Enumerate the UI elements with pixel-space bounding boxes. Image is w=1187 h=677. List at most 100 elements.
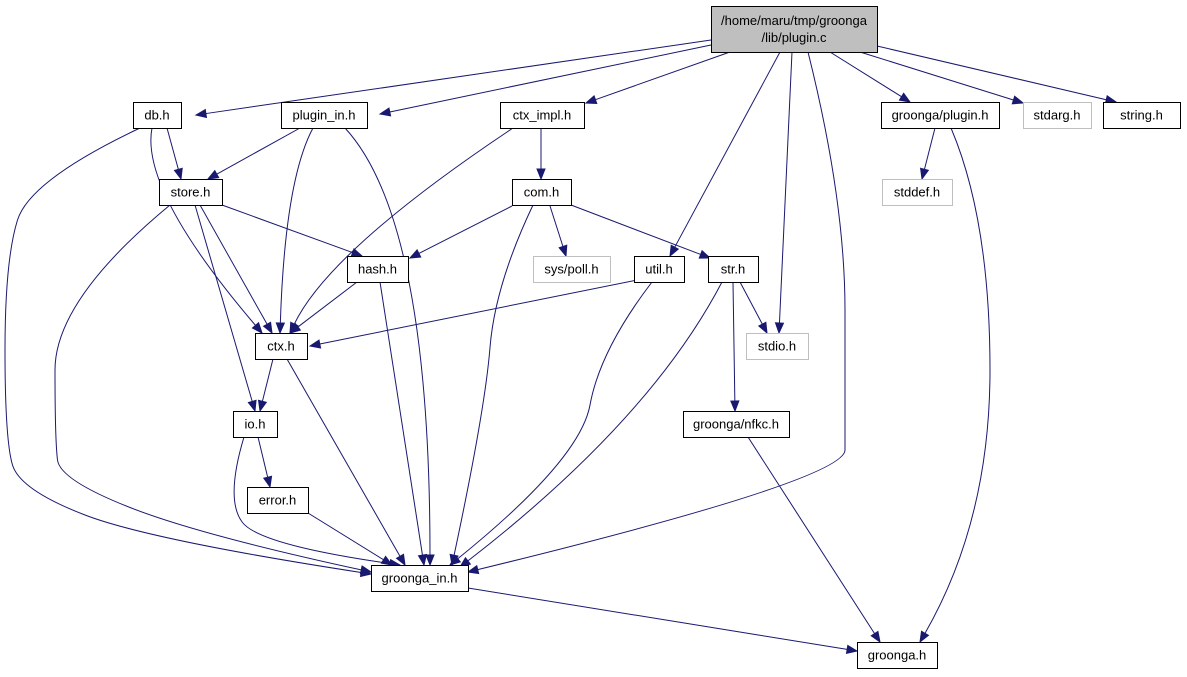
node-label: db.h — [144, 108, 169, 123]
node-hash-h[interactable]: hash.h — [347, 256, 409, 283]
node-box — [512, 179, 572, 206]
node-stdio-h[interactable]: stdio.h — [746, 333, 809, 360]
node-ctx-impl-h[interactable]: ctx_impl.h — [500, 102, 585, 129]
arrowhead-io_h-to-error_h — [262, 475, 273, 489]
edge-com_h-to-groonga_in_h — [453, 204, 534, 556]
node-error-h[interactable]: error.h — [247, 487, 309, 514]
edge-store_h-to-hash_h — [221, 204, 353, 254]
edge-db_h-to-ctx_h — [150, 127, 256, 326]
node-box — [746, 333, 809, 360]
arrowhead-plugin_c-to-plugin_in_h — [378, 107, 392, 117]
arrowhead-store_h-to-hash_h — [350, 247, 364, 257]
edge-groonga_nfkc_h-to-groonga_h — [747, 436, 876, 634]
node-label: stdio.h — [758, 339, 796, 354]
arrowhead-str_h-to-groonga_nfkc_h — [730, 400, 740, 413]
arrowhead-db_h-to-ctx_h — [251, 321, 263, 335]
arrowhead-com_h-to-sys_poll_h — [558, 244, 568, 258]
arrowhead-str_h-to-stdio_h — [757, 321, 768, 335]
arrowhead-store_h-to-groonga_in_h — [359, 565, 373, 575]
arrowhead-groonga_plugin_h-to-stddef_h — [920, 167, 930, 181]
node-com-h[interactable]: com.h — [512, 179, 572, 206]
edge-plugin_c-to-stdarg_h — [859, 51, 1014, 101]
arrowhead-groonga_in_h-to-groonga_h — [845, 644, 859, 654]
arrowhead-ctx_h-to-io_h — [257, 399, 268, 413]
arrowhead-plugin_c-to-util_h — [669, 244, 680, 258]
edge-ctx_h-to-groonga_in_h — [286, 358, 401, 557]
arrowhead-util_h-to-ctx_h — [308, 339, 322, 349]
arrowhead-store_h-to-io_h — [247, 399, 257, 413]
edge-plugin_in_h-to-groonga_in_h — [344, 127, 431, 556]
node-stdarg-h[interactable]: stdarg.h — [1023, 102, 1092, 129]
edge-plugin_c-to-db_h — [205, 39, 712, 115]
node-box — [159, 179, 223, 206]
node-sys-poll-h[interactable]: sys/poll.h — [533, 256, 611, 283]
node-label: error.h — [259, 493, 297, 508]
node-label: groonga.h — [868, 648, 927, 663]
edge-str_h-to-groonga_nfkc_h — [732, 281, 736, 402]
edge-plugin_c-to-groonga_in_h — [477, 51, 846, 571]
edge-plugin_in_h-to-ctx_h — [279, 127, 314, 324]
edge-util_h-to-groonga_in_h — [457, 281, 653, 560]
node-box — [708, 256, 759, 283]
node-plugin-in-h[interactable]: plugin_in.h — [281, 102, 368, 129]
node-box — [634, 256, 685, 283]
arrowhead-ctx_impl_h-to-com_h — [536, 168, 546, 181]
node-box — [347, 256, 409, 283]
node-box — [371, 565, 469, 592]
node-label: ctx_impl.h — [513, 108, 572, 123]
arrowhead-ctx_h-to-groonga_in_h — [395, 553, 406, 567]
edge-plugin_c-to-groonga_plugin_h — [829, 51, 902, 98]
node-string-h[interactable]: string.h — [1103, 102, 1181, 129]
node-label: util.h — [645, 262, 672, 277]
node-groonga-nfkc-h[interactable]: groonga/nfkc.h — [683, 411, 790, 438]
edge-com_h-to-sys_poll_h — [549, 205, 564, 247]
edge-ctx_impl_h-to-ctx_h — [293, 127, 514, 325]
node-box — [281, 102, 368, 129]
node-util-h[interactable]: util.h — [634, 256, 685, 283]
node-db-h[interactable]: db.h — [133, 102, 182, 129]
node-groonga-plugin-h[interactable]: groonga/plugin.h — [881, 102, 1000, 129]
node-store-h[interactable]: store.h — [159, 179, 223, 206]
arrowhead-hash_h-to-ctx_h — [288, 322, 302, 334]
arrowhead-plugin_c-to-groonga_in_h — [466, 564, 480, 575]
edge-io_h-to-error_h — [257, 436, 269, 478]
node-label: string.h — [1120, 108, 1163, 123]
node-ctx-h[interactable]: ctx.h — [255, 333, 308, 360]
edge-str_h-to-stdio_h — [739, 281, 763, 325]
arrowhead-plugin_c-to-stdarg_h — [1011, 95, 1025, 105]
edge-groonga_in_h-to-groonga_h — [467, 587, 848, 650]
edge-groonga_plugin_h-to-stddef_h — [923, 127, 936, 170]
node-box — [1023, 102, 1092, 129]
edge-store_h-to-io_h — [194, 204, 253, 402]
node-io-h[interactable]: io.h — [233, 411, 278, 438]
graph-nodes: /home/maru/tmp/groonga/lib/plugin.c db.h p… — [133, 6, 1181, 669]
node-label: hash.h — [358, 262, 397, 277]
edge-db_h-to-store_h — [166, 127, 179, 170]
arrowhead-util_h-to-groonga_in_h — [448, 554, 462, 566]
node-plugin-c[interactable]: /home/maru/tmp/groonga/lib/plugin.c — [711, 6, 878, 53]
edge-com_h-to-hash_h — [418, 205, 513, 254]
edge-error_h-to-groonga_in_h — [307, 512, 384, 561]
node-label: plugin_in.h — [293, 108, 356, 123]
node-box — [133, 102, 182, 129]
edge-store_h-to-groonga_in_h — [54, 204, 362, 571]
edge-plugin_c-to-plugin_in_h — [389, 44, 712, 113]
edge-plugin_c-to-util_h — [674, 51, 781, 248]
node-box — [683, 411, 790, 438]
edge-plugin_in_h-to-store_h — [216, 127, 301, 175]
arrowhead-error_h-to-groonga_in_h — [380, 555, 394, 566]
node-box — [881, 102, 1000, 129]
node-label: io.h — [245, 417, 266, 432]
arrowhead-com_h-to-hash_h — [408, 249, 422, 259]
node-groonga-in-h[interactable]: groonga_in.h — [371, 565, 469, 592]
edge-groonga_plugin_h-to-groonga_h — [924, 127, 991, 634]
arrowhead-groonga_nfkc_h-to-groonga_h — [870, 630, 881, 644]
node-box — [882, 179, 953, 206]
node-str-h[interactable]: str.h — [708, 256, 759, 283]
arrowhead-hash_h-to-groonga_in_h — [417, 553, 428, 567]
node-stddef-h[interactable]: stddef.h — [882, 179, 953, 206]
node-groonga-h[interactable]: groonga.h — [857, 642, 938, 669]
node-box — [533, 256, 611, 283]
arrowhead-plugin_c-to-stdio_h — [774, 322, 785, 335]
